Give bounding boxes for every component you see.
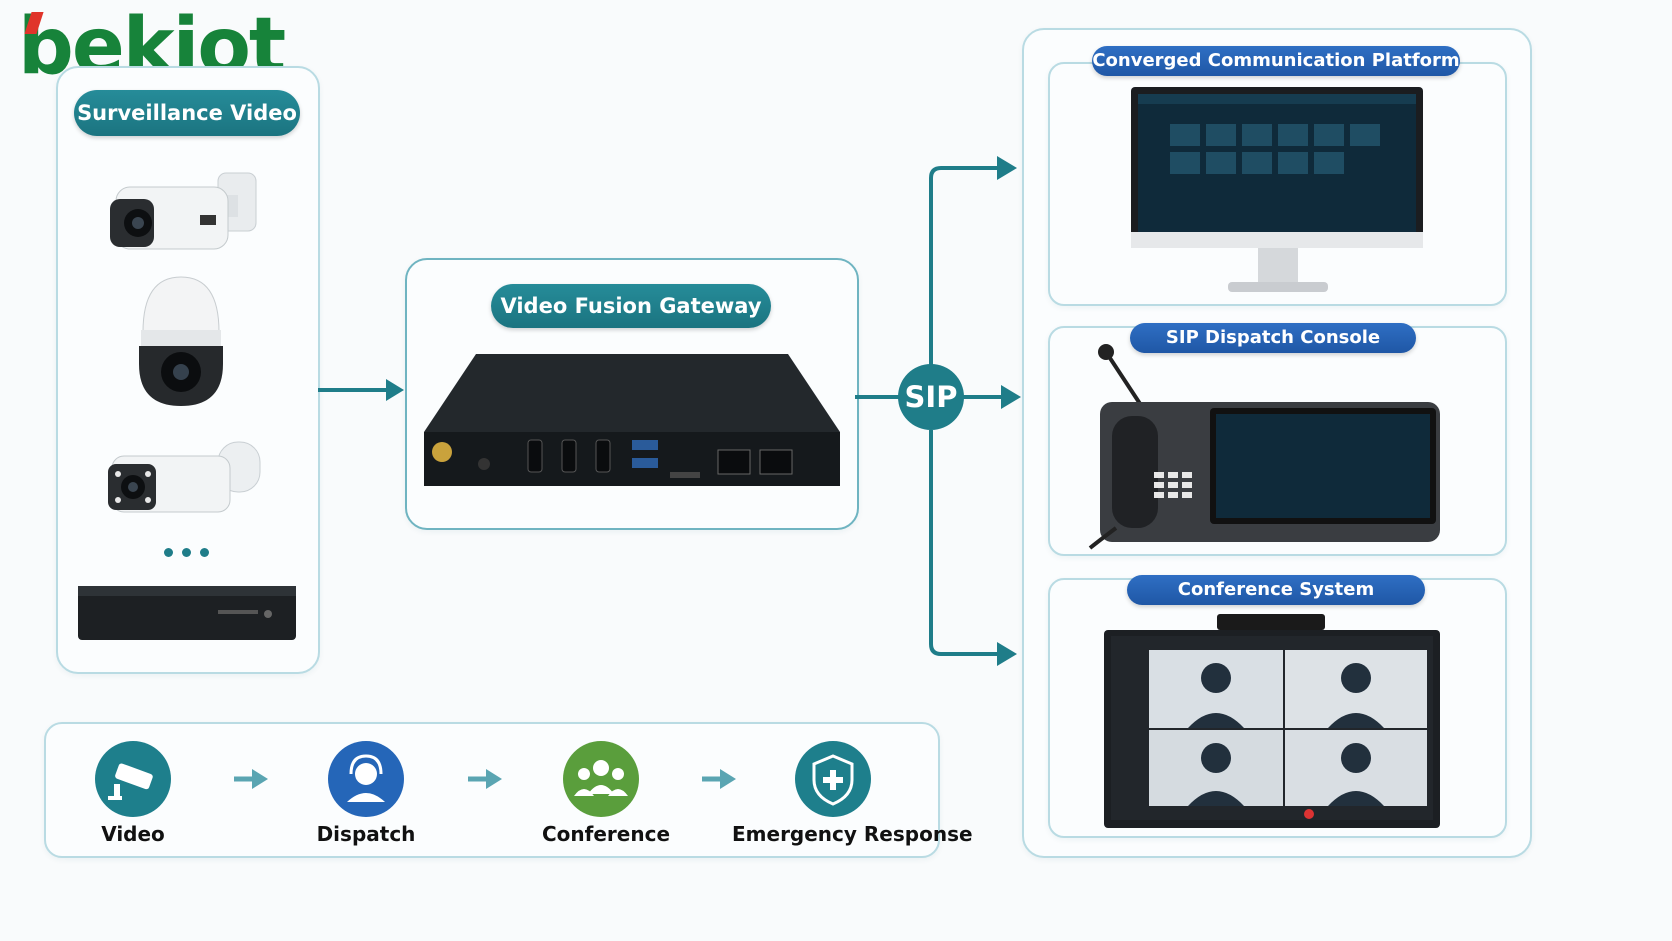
workflow-arrow-2 [468, 769, 502, 789]
nvr-recorder-image [78, 586, 296, 640]
step-label-video: Video [101, 822, 165, 846]
workflow-arrow-3 [702, 769, 736, 789]
step-label-dispatch: Dispatch [316, 822, 416, 846]
workflow-panel [44, 722, 940, 858]
group-people-icon [563, 741, 639, 817]
dispatch-console-image [1088, 344, 1440, 550]
surveillance-title: Surveillance Video [74, 90, 300, 136]
sip-label: SIP [904, 380, 958, 414]
workflow-arrow-1 [234, 769, 268, 789]
conference-title: Conference System [1127, 575, 1425, 605]
conference-screen-image [1104, 614, 1440, 828]
bullet-camera-image [110, 172, 257, 250]
shield-plus-icon [795, 741, 871, 817]
sip-badge: SIP [898, 364, 964, 430]
more-devices-dots [164, 548, 214, 558]
gateway-title: Video Fusion Gateway [491, 284, 771, 328]
cctv-camera-icon [95, 741, 171, 817]
ptz-dome-camera-image [139, 276, 223, 406]
operator-headset-icon [328, 741, 404, 817]
gateway-device-image [424, 354, 840, 486]
converged-title: Converged Communication Platform [1092, 46, 1460, 76]
sip-connector [855, 156, 1021, 666]
step-label-conference: Conference [542, 822, 671, 846]
bullet-camera-ir-image [108, 441, 261, 513]
flow-arrow-to-gateway [318, 379, 404, 401]
step-label-emergency-response: Emergency Response [732, 822, 973, 846]
dispatch-title: SIP Dispatch Console [1130, 323, 1416, 353]
monitor-image [1131, 87, 1423, 292]
